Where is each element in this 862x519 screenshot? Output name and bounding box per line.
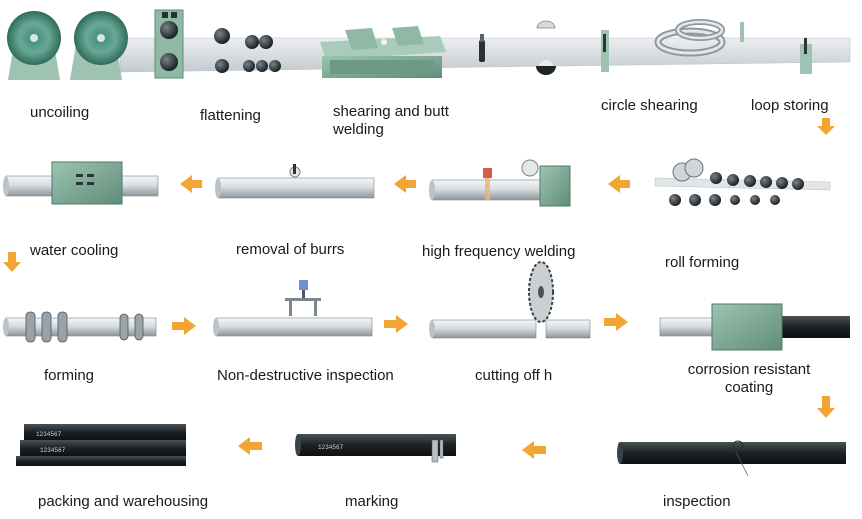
marking-pipe-icon: 1234567 [295, 434, 456, 463]
burr-removal-pipe-icon [215, 164, 375, 199]
arrow-down-icon [3, 252, 21, 272]
step-label-forming: forming [44, 367, 95, 384]
bundle-print-text-2: 1234567 [40, 447, 66, 454]
pipe-bundle-icon: 1234567 1234567 [16, 424, 186, 466]
coating-unit-icon [659, 303, 850, 351]
water-cooling-unit-icon [3, 161, 159, 205]
shearing-welding-table-icon [320, 26, 446, 78]
step-label-roll-forming: roll forming [665, 254, 740, 271]
hf-welding-unit-icon [429, 159, 571, 207]
arrow-right-icon [172, 317, 196, 335]
step-label-shearing-butt-welding: shearing and butt welding [333, 103, 449, 138]
step-label-packing-and-warehousing: packing and warehousing [38, 493, 209, 510]
circle-shearing-post-icon [601, 30, 609, 72]
step-label-high-frequency-welding: high frequency welding [422, 243, 576, 260]
sizing-rollers-pipe-icon [3, 311, 157, 343]
arrow-left-icon [238, 437, 262, 455]
shear-blade-icon [479, 20, 556, 75]
arrow-left-icon [608, 175, 630, 193]
arrow-left-icon [394, 175, 416, 193]
loop-storing-post-icon [800, 38, 812, 74]
step-label-loop-storing: loop storing [751, 97, 829, 114]
arrow-down-icon [817, 396, 835, 418]
step-label-water-cooling: water cooling [30, 242, 119, 259]
step-label-corrosion-resistant-coating: corrosion resistant coating [687, 361, 811, 396]
bundle-print-text-1: 1234567 [36, 431, 62, 438]
step-label-circle-shearing: circle shearing [601, 97, 698, 114]
step-label-uncoiling: uncoiling [30, 104, 90, 121]
uncoiler-icon [7, 11, 128, 80]
arrow-right-icon [384, 315, 408, 333]
step-label-non-destructive-inspection: Non-destructive inspection [217, 367, 394, 384]
step-label-removal-of-burrs: removal of burrs [236, 241, 345, 258]
ndt-probe-pipe-icon [213, 280, 373, 337]
step-label-cutting-off: cutting off h [475, 367, 553, 384]
step-label-flattening: flattening [200, 107, 261, 124]
inspection-pipe-icon [617, 440, 846, 477]
cutoff-saw-icon [429, 261, 591, 339]
roll-forming-machine-icon [654, 158, 831, 206]
loop-storage-coil-icon [654, 19, 744, 57]
arrow-left-icon [522, 441, 546, 459]
arrow-right-icon [604, 313, 628, 331]
arrow-down-icon [817, 118, 835, 135]
step-label-inspection: inspection [663, 493, 731, 510]
arrow-left-icon [180, 175, 202, 193]
flattening-rollers-icon [154, 9, 281, 79]
pipe-print-text: 1234567 [318, 444, 344, 451]
step-label-marking: marking [345, 493, 399, 510]
